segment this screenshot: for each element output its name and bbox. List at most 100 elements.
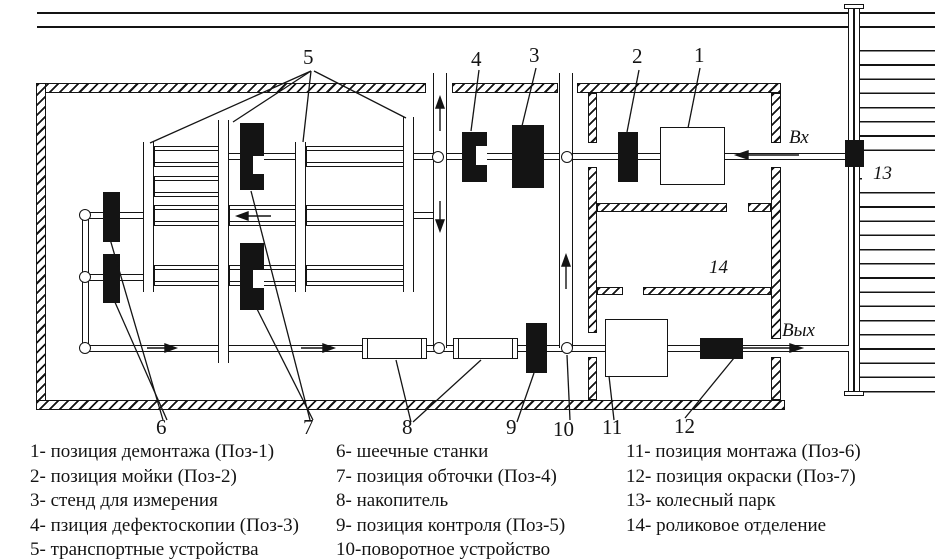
rack-rail-3 [295,142,306,292]
pos2-washing-block [618,132,638,182]
pos10-turning-device [561,342,573,354]
callout-9: 9 [506,415,517,439]
legend-item: 14- роликовое отделение [626,515,827,536]
legend-item: 3- стенд для измерения [30,490,218,511]
transport-slat [154,265,219,286]
wall-room-left-middle [588,167,597,333]
turntable-top-2 [561,151,573,163]
turntable-left-1 [79,209,91,221]
legend-item: 5- транспортные устройства [30,539,259,559]
leader-5a [149,70,312,144]
transport-slat [306,205,404,226]
pos3-measuring-stand-block [512,125,544,188]
wall-room-left-lower [588,357,597,400]
legend-item: 10-поворотное устройство [336,539,551,559]
wheelpark-stands [860,50,935,393]
roller-section-label: 14 [709,257,728,278]
wall-right-upper [771,93,781,143]
transfer-channel-1 [433,73,447,348]
transport-slat [306,265,404,286]
wall-top-middle [452,83,558,93]
accumulator-section-2 [453,338,518,359]
wall-roller-room-main [643,287,771,295]
transport-slat [306,146,404,167]
leader-2 [626,69,640,133]
legend-item: 13- колесный парк [626,490,776,511]
rack-rail-1 [143,142,154,292]
turntable-left-3 [79,342,91,354]
leader-8b [412,359,482,423]
leader-10 [566,354,571,421]
conveyor-top-line [147,153,849,160]
transport-slat [154,176,219,197]
legend-item: 9- позиция контроля (Поз-5) [336,515,566,536]
wheelpark-rail [848,7,860,393]
callout-2: 2 [632,44,643,68]
callout-10: 10 [553,417,574,441]
wheelpark-crossing-block [845,140,864,167]
legend-item: 2- позиция мойки (Поз-2) [30,466,237,487]
transfer-channel-2 [559,73,573,348]
leaders-and-arrows [109,67,805,423]
pos6-journal-machine-upper [103,192,120,242]
callout-12: 12 [674,414,695,438]
leader-4 [470,69,480,132]
rack-rail-2 [218,120,229,363]
pos4-notch [476,146,487,165]
track-line-lower [37,26,935,28]
wheelpark-label: 13 [873,163,892,184]
transport-slat [154,205,219,226]
legend-item: 11- позиция монтажа (Поз-6) [626,441,861,462]
leader-5b [232,70,312,123]
callout-7: 7 [303,415,314,439]
legend-item: 1- позиция демонтажа (Поз-1) [30,441,275,462]
legend-item: 12- позиция окраски (Поз-7) [626,466,856,487]
pos7-lower-notch [253,270,264,288]
legend-item: 7- позиция обточки (Поз-4) [336,466,557,487]
callout-1: 1 [694,43,705,67]
callout-11: 11 [602,415,623,439]
callout-3: 3 [529,43,540,67]
wheelpark-rail-top-cap [844,4,864,9]
turntable-bottom-1 [433,342,445,354]
callout-8: 8 [402,415,413,439]
leader-11 [608,375,615,421]
pos7-upper-notch [253,156,264,174]
turntable-left-2 [79,271,91,283]
outlet-label: Вых [782,320,815,341]
pos1-demounting-box [660,127,725,185]
inlet-label: Вх [789,127,809,148]
leader-8a [395,359,412,423]
transport-slat [154,146,219,167]
leader-5d [313,70,407,119]
legend-item: 4- пзиция дефектоскопии (Поз-3) [30,515,299,536]
callout-5: 5 [303,45,314,69]
turntable-top-1 [432,151,444,163]
pos6-journal-machine-lower [103,254,120,303]
wall-roller-room-stub [597,287,623,295]
wall-right-lower [771,357,781,400]
callout-4: 4 [471,47,482,71]
pos11-mounting-box [605,319,668,377]
leader-3 [521,67,537,127]
wall-bottom [36,400,785,410]
legend-item: 6- шеечные станки [336,441,489,462]
rack-rail-4 [403,117,414,292]
leader-1 [687,67,701,129]
pos12-painting-block [700,338,743,359]
wall-top-left [36,83,426,93]
callout-6: 6 [156,415,167,439]
legend-item: 8- накопитель [336,490,449,511]
accumulator-section-1 [362,338,427,359]
wall-left [36,83,46,410]
leader-9 [516,372,535,423]
track-line-upper [37,12,935,14]
wheelpark-label-backdrop [862,160,935,187]
wall-right-middle [771,167,781,339]
wheelpark-rail-bottom-cap [844,391,864,396]
transport-slat [229,205,296,226]
wall-room-divider-a [597,203,727,212]
wall-top-right [577,83,781,93]
leader-5c [302,70,312,143]
